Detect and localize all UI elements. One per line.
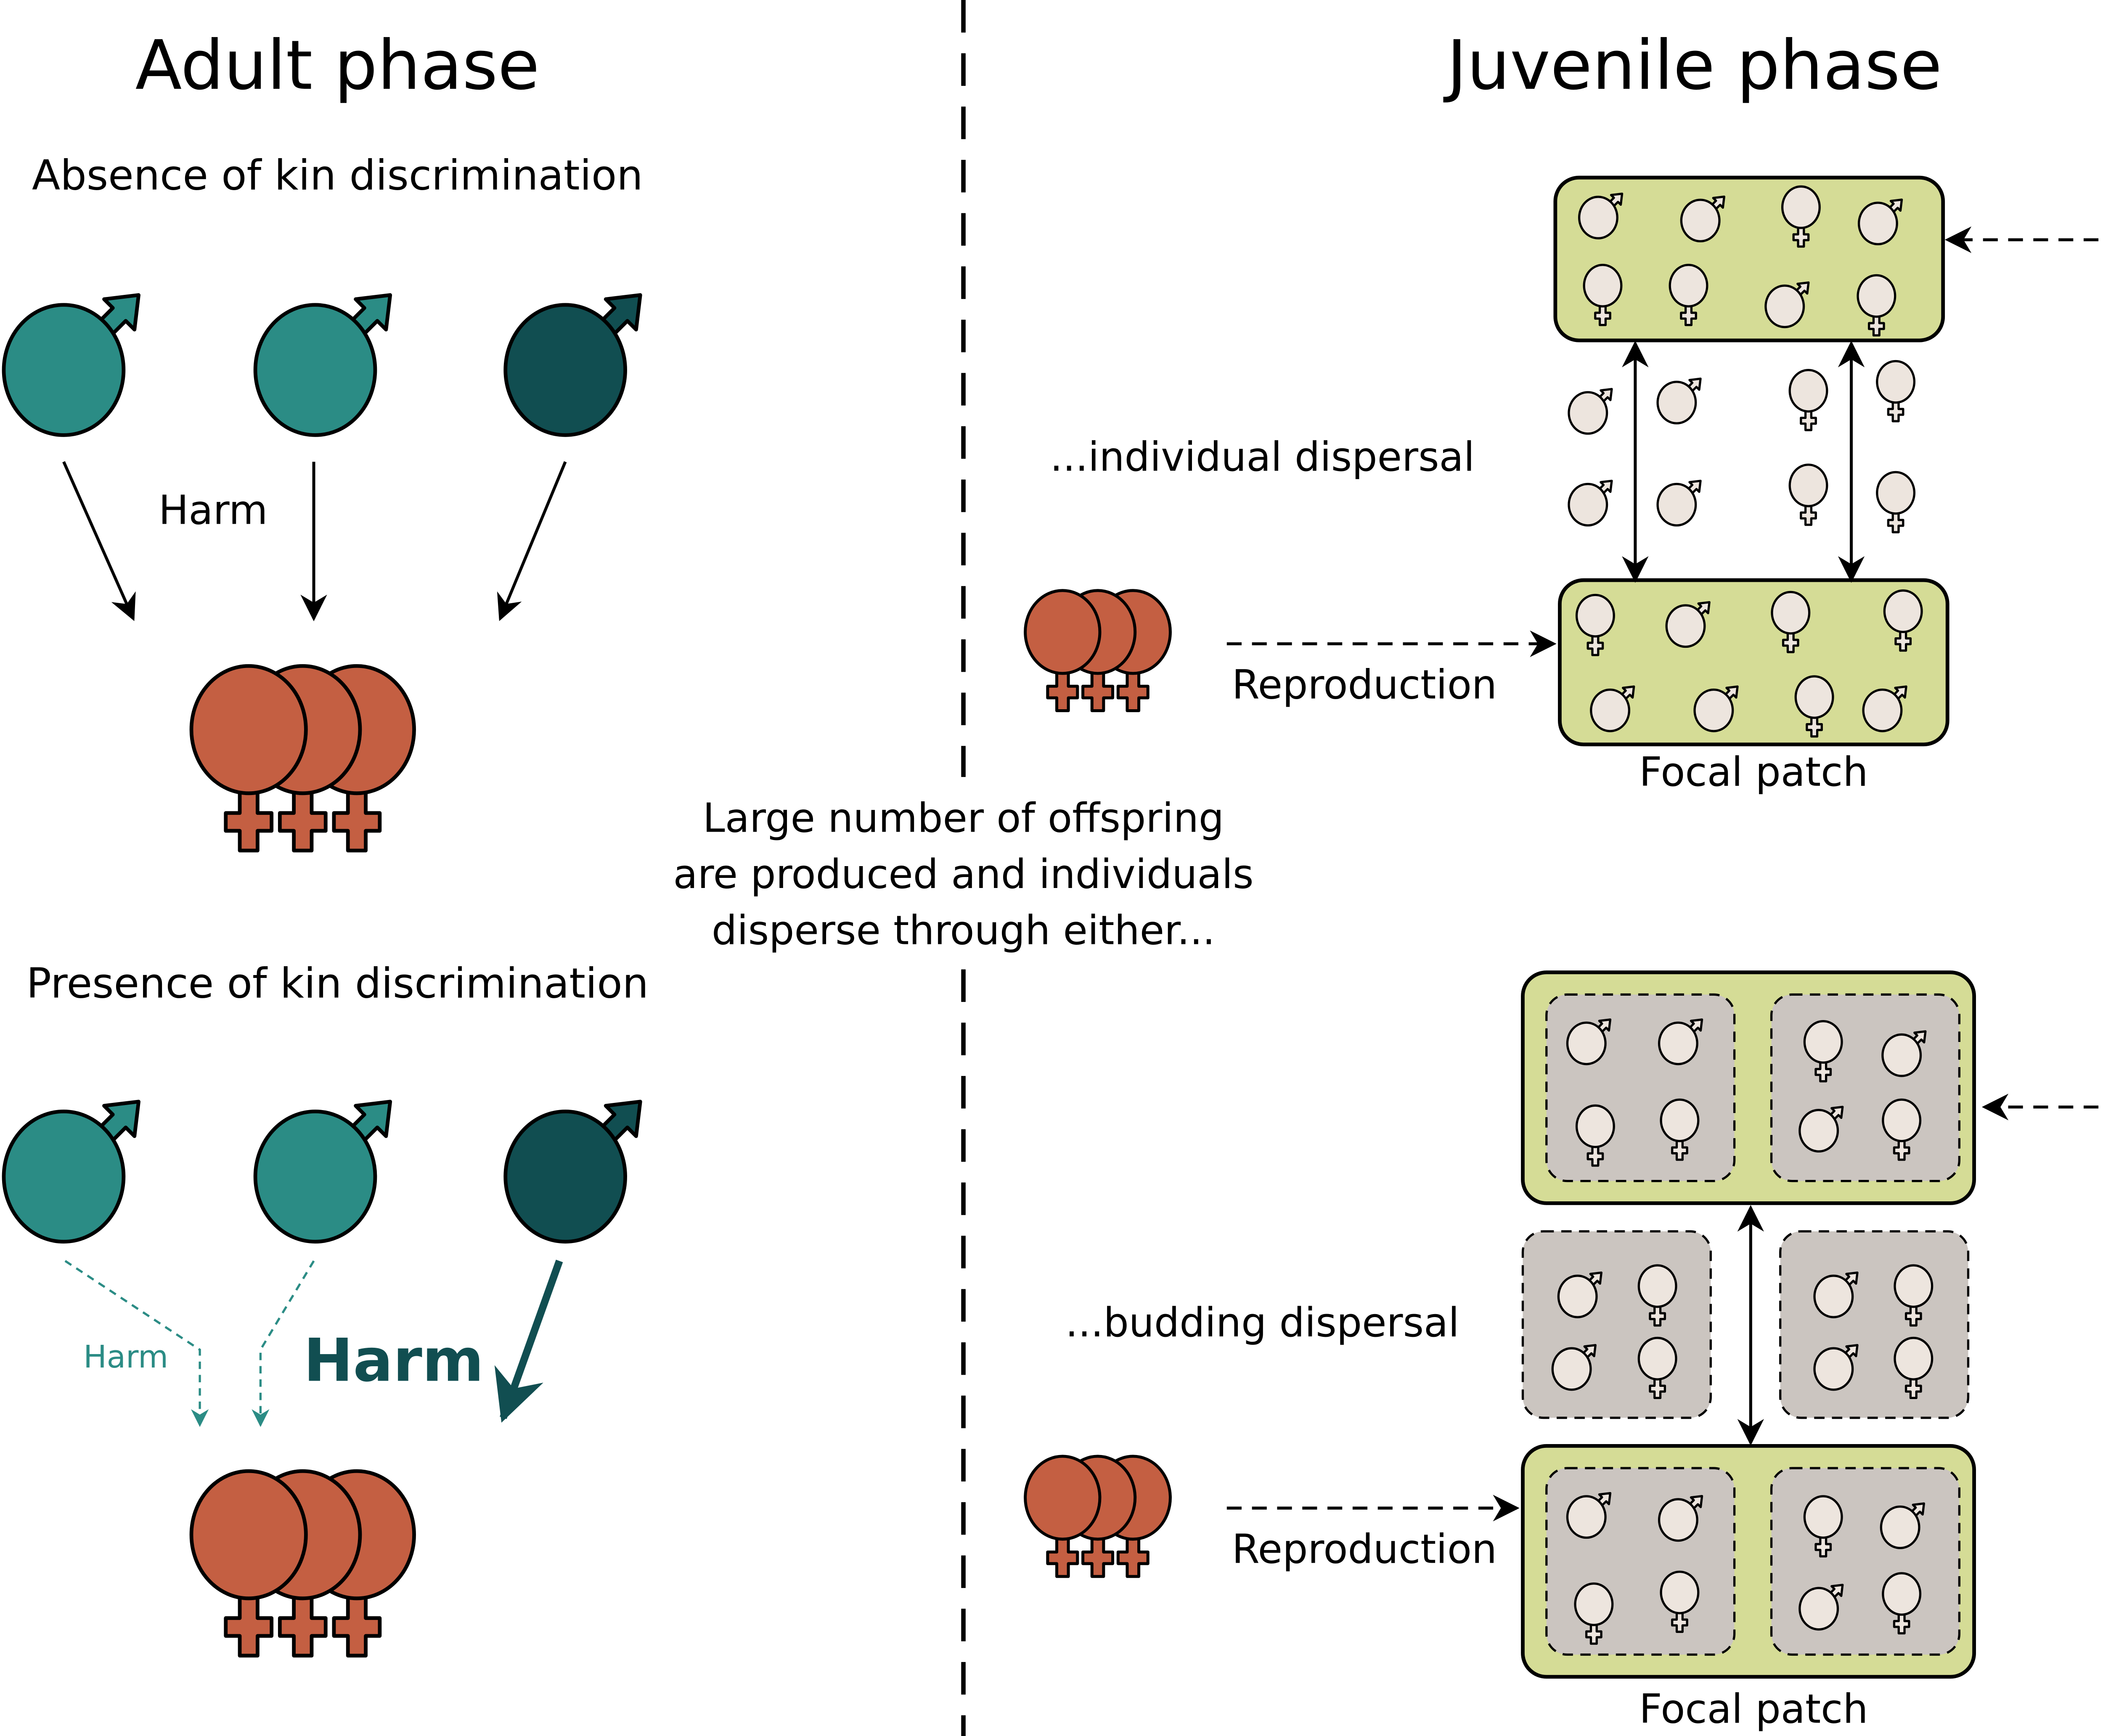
dispersing-male-icon xyxy=(1656,377,1702,424)
juvenile-male-icon xyxy=(1880,1502,1925,1549)
focal-patch-bottom-label: Focal patch xyxy=(1639,1686,1868,1732)
dispersing-female-icon xyxy=(1876,360,1916,422)
juvenile-female-icon xyxy=(1660,1570,1700,1633)
juvenile-female-icon xyxy=(1575,1104,1615,1167)
juvenile-male-icon xyxy=(1813,1344,1859,1391)
juvenile-female-icon xyxy=(1882,1572,1922,1635)
weak-harm-arrow-1 xyxy=(64,1260,209,1427)
male-dark-icon xyxy=(503,1100,642,1244)
female-symbol-icon xyxy=(189,1469,308,1658)
juvenile-female-icon xyxy=(1575,594,1615,656)
juvenile-male-icon xyxy=(1566,1492,1612,1539)
individual-dispersal-label: ...individual dispersal xyxy=(1050,434,1475,480)
presence-harm-small-label: Harm xyxy=(83,1339,168,1375)
dispersing-female-icon xyxy=(1788,464,1828,526)
bud-group xyxy=(1545,993,1736,1182)
bud-group-dispersing xyxy=(1779,1230,1970,1419)
center-text-line-3: disperse through either... xyxy=(712,908,1215,954)
juvenile-female-icon xyxy=(1883,589,1923,652)
center-text-line-1: Large number of offspring xyxy=(703,795,1224,841)
bud-group xyxy=(1770,993,1961,1182)
male-teal-1-icon xyxy=(2,1100,140,1244)
juvenile-female-icon xyxy=(1781,185,1821,248)
juvenile-female-icon xyxy=(1857,274,1896,337)
female-trio-bottom-icon xyxy=(189,1469,416,1658)
reproduction-top-label: Reproduction xyxy=(1232,662,1497,708)
juvenile-female-icon xyxy=(1882,1098,1922,1161)
male-teal-1-icon xyxy=(2,293,140,437)
juvenile-female-icon xyxy=(1794,675,1834,738)
absence-title: Absence of kin discrimination xyxy=(32,151,643,199)
juvenile-female-icon xyxy=(1894,1264,1933,1327)
juvenile-male-icon xyxy=(1862,685,1907,732)
strong-harm-arrow xyxy=(494,1259,563,1423)
juvenile-female-icon xyxy=(1803,1020,1843,1083)
juvenile-male-icon xyxy=(1764,281,1810,329)
juvenile-male-icon xyxy=(1813,1271,1859,1318)
bud-group xyxy=(1545,1467,1736,1656)
juvenile-female-icon xyxy=(1894,1336,1933,1399)
adult-phase-title: Adult phase xyxy=(135,26,540,105)
juvenile-female-icon xyxy=(1583,264,1623,326)
budding-dispersal-label: ...budding dispersal xyxy=(1065,1300,1459,1346)
male-teal-2-icon xyxy=(253,1100,392,1244)
dispersing-male-icon xyxy=(1656,480,1702,527)
focal-patch-top-label: Focal patch xyxy=(1639,749,1868,795)
focal-patch-top xyxy=(1558,578,1949,747)
juvenile-female-icon xyxy=(1771,591,1811,653)
juvenile-phase-title: Juvenile phase xyxy=(1443,26,1942,105)
juvenile-female-icon xyxy=(1574,1582,1614,1645)
juvenile-female-icon xyxy=(1660,1098,1700,1161)
juvenile-male-icon xyxy=(1578,192,1624,240)
juvenile-group xyxy=(1024,175,2103,1679)
reproducing-females-top-icon xyxy=(1024,589,1172,713)
center-text-line-2: are produced and individuals xyxy=(673,851,1253,898)
dispersing-male-icon xyxy=(1568,480,1613,527)
harm-arrow-1 xyxy=(62,461,136,621)
female-symbol-icon xyxy=(189,664,308,853)
female-trio-top-icon xyxy=(189,664,416,853)
juvenile-female-icon xyxy=(1637,1264,1677,1327)
juvenile-male-icon xyxy=(1551,1344,1597,1391)
juvenile-male-icon xyxy=(1680,195,1726,243)
female-symbol-icon xyxy=(1024,589,1102,713)
harm-arrow-3 xyxy=(497,461,567,621)
female-symbol-icon xyxy=(1024,1455,1102,1578)
bud-group xyxy=(1770,1467,1961,1656)
reproduction-bottom-label: Reproduction xyxy=(1232,1526,1497,1572)
male-dark-icon xyxy=(503,293,642,437)
dispersing-female-icon xyxy=(1788,368,1828,432)
juvenile-male-icon xyxy=(1857,198,1903,246)
presence-title: Presence of kin discrimination xyxy=(26,959,649,1007)
absence-harm-label: Harm xyxy=(159,487,268,533)
male-teal-2-icon xyxy=(253,293,392,437)
juvenile-female-icon xyxy=(1669,264,1708,326)
dispersing-female-icon xyxy=(1876,471,1916,533)
juvenile-male-icon xyxy=(1566,1018,1612,1065)
reproducing-females-bottom-icon xyxy=(1024,1455,1172,1578)
bud-group-dispersing xyxy=(1521,1230,1712,1419)
juvenile-male-icon xyxy=(1557,1271,1602,1318)
juvenile-female-icon xyxy=(1637,1336,1677,1399)
juvenile-male-icon xyxy=(1881,1030,1927,1077)
absence-group xyxy=(2,293,642,853)
juvenile-male-icon xyxy=(1590,685,1635,732)
presence-harm-big-label: Harm xyxy=(304,1326,484,1395)
patch-upper xyxy=(1553,175,1945,342)
weak-harm-arrow-2 xyxy=(252,1260,315,1427)
juvenile-male-icon xyxy=(1798,1584,1844,1631)
juvenile-male-icon xyxy=(1798,1105,1844,1153)
juvenile-male-icon xyxy=(1658,1018,1703,1065)
dispersing-male-icon xyxy=(1568,388,1613,435)
juvenile-male-icon xyxy=(1665,601,1711,648)
juvenile-male-icon xyxy=(1693,685,1739,732)
presence-group xyxy=(2,1100,642,1658)
juvenile-male-icon xyxy=(1658,1495,1703,1542)
juvenile-female-icon xyxy=(1803,1495,1843,1558)
